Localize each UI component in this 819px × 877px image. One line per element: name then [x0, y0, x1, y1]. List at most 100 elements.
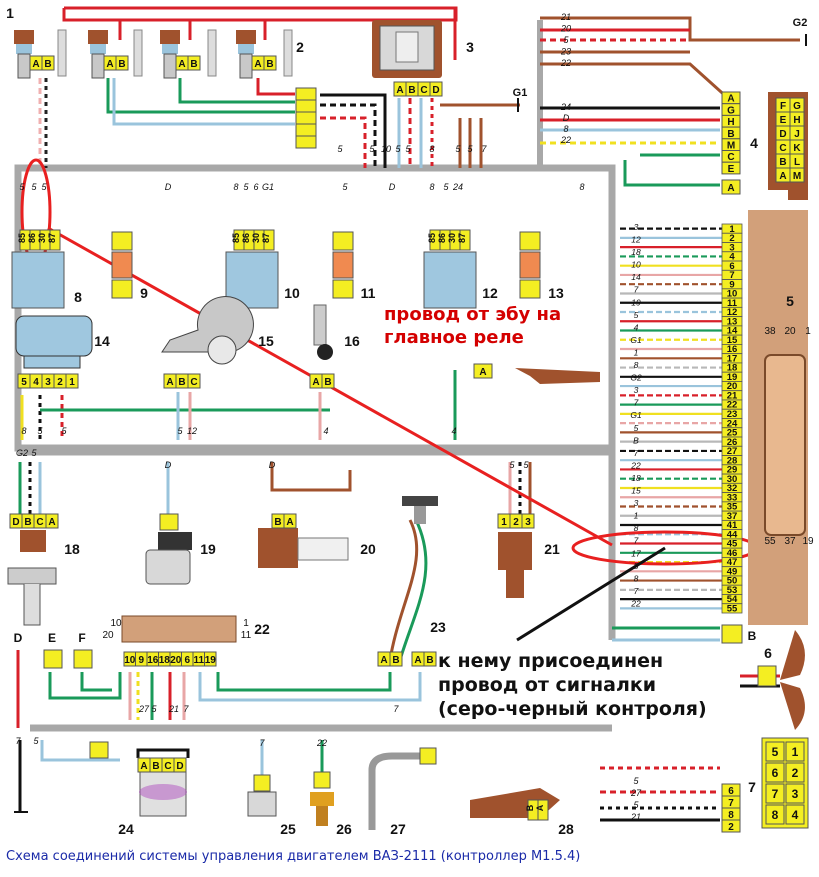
injector-1-connector-box — [41, 55, 55, 71]
wire-label: 8 — [429, 144, 434, 154]
block-7-pin: 4 — [792, 808, 799, 822]
block-7-pin: 3 — [792, 787, 799, 801]
block-7-cell — [765, 783, 785, 804]
ecu-pin: 25 — [727, 428, 738, 439]
ecu-pin: 55 — [727, 604, 738, 615]
black-note-line3: (серо-черный контроля) — [438, 697, 707, 720]
relay-8-pins-pin: 87 — [47, 233, 57, 243]
module-3-connector-pin: C — [420, 85, 427, 96]
harness-2-box — [295, 135, 317, 149]
sensor-23-connector-b-box — [423, 651, 437, 667]
component-number-26: 26 — [336, 821, 352, 837]
connector-4-block-pin: D — [779, 129, 786, 140]
block-7-pin: 8 — [772, 808, 779, 822]
ecu-wire-label: 5 — [634, 310, 639, 320]
diag-22-connector-pin: 11 — [193, 655, 204, 666]
injector-3 — [160, 29, 217, 79]
connector-b-label: B — [748, 629, 757, 643]
ecu-wire-label: 7 — [634, 586, 639, 596]
sensor-18-connector-pin: D — [12, 517, 19, 528]
component-number-13: 13 — [548, 285, 564, 301]
connector-7-pins-pin: 8 — [728, 810, 734, 821]
wire-label: 5 — [151, 704, 157, 714]
ecu-pin: 41 — [727, 520, 738, 531]
relay-8-pins-box — [49, 229, 61, 251]
ecu-wire-label: 7 — [634, 285, 639, 295]
oxygen-sensor-23 — [402, 496, 438, 524]
sensor-18-connector-pin: C — [36, 517, 43, 528]
wire-label: 5 — [405, 144, 411, 154]
wire-label: D — [269, 460, 276, 470]
wire-label: 7 — [259, 738, 265, 748]
wire-label: 8 — [429, 182, 434, 192]
block-7-cell — [765, 804, 785, 825]
block-7-cell — [765, 762, 785, 783]
wire-label: 5 — [395, 144, 401, 154]
ecu-pin: 32 — [727, 483, 738, 494]
throttle-connector-pin: B — [178, 377, 185, 388]
speed-sensor-21 — [498, 532, 532, 598]
wire-label: 5 — [41, 182, 47, 192]
wire-label: 7 — [481, 144, 487, 154]
module-3-connector-pin: D — [432, 85, 439, 96]
block-7-pin: 5 — [772, 745, 779, 759]
ecu-pin-number: 55 — [764, 536, 776, 547]
connector-7-pins-pin: 6 — [728, 786, 734, 797]
ecu-pin: 15 — [727, 335, 738, 346]
sensor-25-connector — [253, 774, 271, 792]
component-number-2: 2 — [296, 39, 304, 55]
throttle-connector-pin: A — [166, 377, 173, 388]
relay-10-pins-pin: 87 — [261, 233, 271, 243]
ecu-pin-number: 20 — [784, 326, 796, 337]
component-number-9: 9 — [140, 285, 148, 301]
lower-wires — [16, 370, 780, 822]
injector-3-connector-pin: A — [178, 59, 185, 70]
ecu-pin: 14 — [727, 326, 738, 337]
sensor-23-connector-a-pin: A — [380, 655, 387, 666]
ecu-pin: 33 — [727, 492, 738, 503]
sensor-21-connector-pin: 2 — [513, 517, 519, 528]
relay-12 — [423, 251, 477, 309]
component-number-4: 4 — [750, 135, 758, 151]
connector-4-left-pin: M — [727, 141, 735, 152]
fuse-connector — [111, 279, 133, 299]
top-wire-label: 5 — [563, 35, 569, 45]
ecu-pin: 11 — [727, 298, 738, 309]
ecu-pin-number: 1 — [805, 326, 811, 337]
wire-label: 5 — [31, 182, 37, 192]
ecu-wire-label: 10 — [631, 260, 641, 270]
component-number-1: 1 — [6, 5, 14, 21]
injector-4-connector-box — [263, 55, 277, 71]
diag-22-connector-pin: 6 — [184, 655, 190, 666]
ecu-pin-number: 37 — [784, 536, 796, 547]
ecu-pin: 45 — [727, 539, 738, 550]
component-number-27: 27 — [390, 821, 406, 837]
sensor-28-connector-pin: B — [525, 804, 535, 811]
wire-label: 4 — [323, 426, 328, 436]
connector-4-block-pin: H — [793, 115, 800, 126]
maf-sensor-14 — [15, 315, 93, 369]
diag-22-connector-pin: 10 — [124, 655, 136, 666]
wire-label: D — [389, 182, 396, 192]
wire-label: 5 — [337, 144, 343, 154]
black-note-line1: к нему присоединен — [438, 650, 664, 672]
block-7-cell — [785, 741, 805, 762]
fuse-9 — [111, 251, 133, 279]
ecu-wire-label: 17 — [631, 548, 641, 558]
connector-4-left-pin: B — [727, 129, 734, 140]
ecu-pin: 6 — [729, 261, 734, 272]
ecu-wire-label: 7 — [634, 448, 639, 458]
diagram-caption: Схема соединений системы управления двиг… — [6, 849, 581, 864]
harness-frames — [14, 20, 616, 732]
relay-8-pins-pin: 85 — [17, 233, 27, 243]
relay-8-pins-pin: 86 — [27, 233, 37, 243]
ecu-pin: 53 — [727, 585, 738, 596]
ecu-5 — [748, 210, 808, 625]
ground-g2-label: G2 — [793, 17, 808, 29]
top-wire-label: 21 — [560, 12, 571, 22]
wire-label: 8 — [233, 182, 238, 192]
maf-connector-pin: 5 — [21, 377, 27, 388]
connector-4-block-pin: M — [793, 171, 801, 182]
